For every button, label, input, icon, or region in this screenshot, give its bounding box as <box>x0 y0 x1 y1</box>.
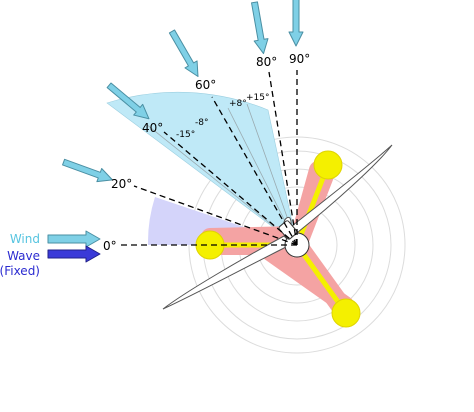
label-60deg: 60° <box>195 78 216 92</box>
wind-arrow-60 <box>168 29 199 78</box>
legend-wind-arrow <box>47 230 101 248</box>
legend-wind-label: Wind <box>10 232 40 246</box>
dir-line-60 <box>211 96 298 246</box>
pontoon-bottom <box>331 298 361 328</box>
direction-lines <box>119 70 298 246</box>
wind-arrow-80 <box>251 1 269 55</box>
label-plus8: +8° <box>229 99 247 109</box>
label-minus8: -8° <box>195 118 208 128</box>
dir-line-40 <box>163 131 298 246</box>
wind-arrow-40 <box>106 82 150 120</box>
blade-upper <box>291 144 393 233</box>
wind-arrow-20 <box>62 158 113 183</box>
rotor-blades <box>162 144 393 310</box>
label-80deg: 80° <box>256 55 277 69</box>
pontoons <box>195 150 361 328</box>
pontoon-top <box>313 150 343 180</box>
legend-wave-label: Wave <box>7 249 40 263</box>
dir-line-20 <box>133 185 298 246</box>
wind-arrows <box>62 0 304 183</box>
label-90deg: 90° <box>289 52 310 66</box>
legend-wave-arrow <box>47 245 101 263</box>
legend-wave-sub-label: (Fixed) <box>0 264 40 278</box>
label-0deg: 0° <box>103 239 117 253</box>
label-minus15: -15° <box>176 130 195 140</box>
label-20deg: 20° <box>111 177 132 191</box>
blade-lower <box>162 235 293 310</box>
pontoon-left <box>195 230 225 260</box>
wind-arrow-90 <box>288 0 304 47</box>
label-40deg: 40° <box>142 121 163 135</box>
label-plus15: +15° <box>246 93 270 103</box>
